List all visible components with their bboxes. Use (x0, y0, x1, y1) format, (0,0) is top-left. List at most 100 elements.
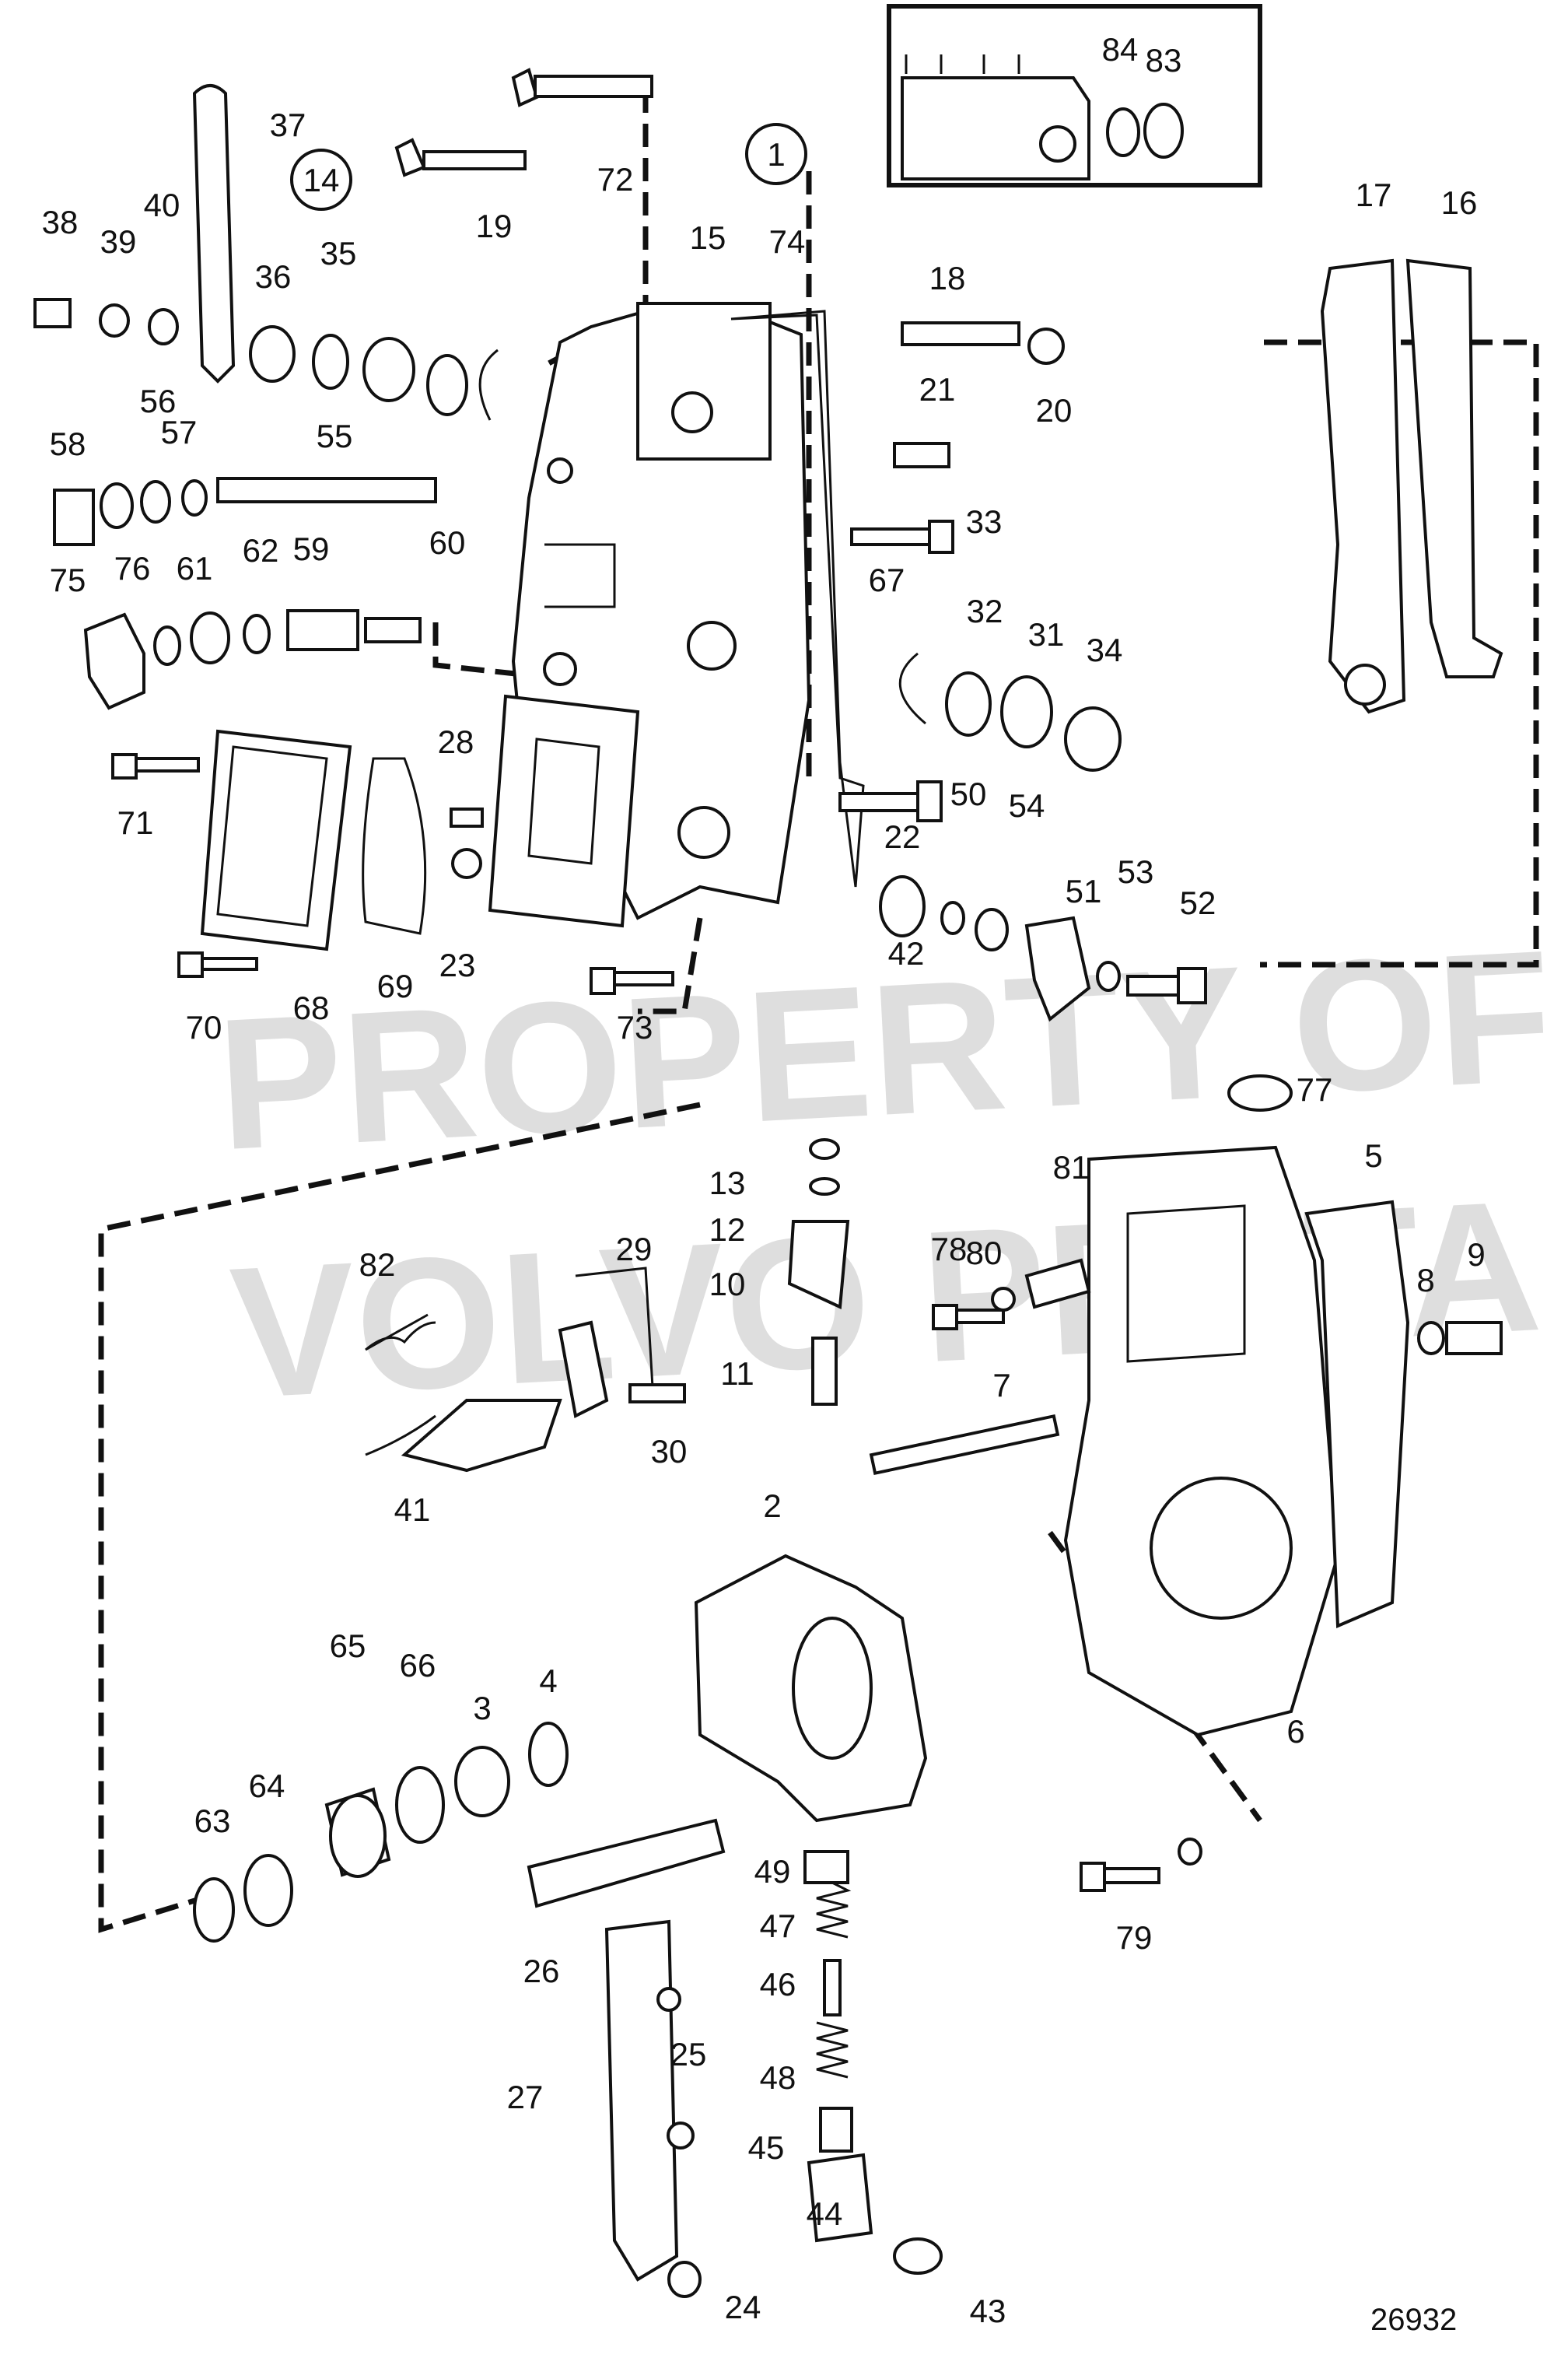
callout-77: 77 (1297, 1071, 1333, 1108)
callout-68: 68 (293, 990, 330, 1026)
callout-labels: 2345678910111213151617181920212223242526… (42, 31, 1486, 2329)
callout-2: 2 (763, 1487, 781, 1524)
callout-70: 70 (186, 1009, 222, 1046)
callout-32: 32 (967, 593, 1003, 629)
cover-set-68-69 (200, 694, 640, 951)
drive-shaft-set (193, 1722, 569, 1943)
callout-76: 76 (114, 550, 151, 587)
callout-7: 7 (992, 1367, 1010, 1403)
callout-35: 35 (320, 235, 357, 272)
bracket-set-10 (787, 1138, 850, 1406)
callout-12: 12 (709, 1211, 746, 1248)
callout-45: 45 (748, 2129, 785, 2166)
lower-fasteners (869, 1258, 1503, 1892)
levers-16-17 (1320, 258, 1503, 714)
callout-39: 39 (100, 223, 137, 260)
callout-16: 16 (1441, 184, 1478, 221)
callout-6: 6 (1286, 1713, 1304, 1750)
callout-34: 34 (1087, 632, 1123, 668)
callout-11: 11 (720, 1355, 754, 1392)
callout-53: 53 (1118, 853, 1154, 890)
shaft-seal-set-upper (33, 298, 499, 421)
callout-19: 19 (476, 208, 513, 244)
callout-54: 54 (1009, 787, 1045, 824)
governor-housing-lower (1063, 1074, 1410, 1737)
callout-78: 78 (931, 1231, 968, 1267)
pin-18 (901, 321, 1020, 346)
bolt-72 (511, 68, 653, 107)
gasket-74 (730, 310, 865, 888)
adjusting-screw-55 (53, 477, 437, 546)
callout-23: 23 (439, 947, 476, 983)
callout-9: 9 (1467, 1236, 1485, 1273)
callout-41: 41 (394, 1491, 431, 1528)
callout-18: 18 (929, 260, 966, 296)
callout-26: 26 (523, 1953, 560, 1989)
callout-56: 56 (140, 383, 177, 419)
callout-84: 84 (1102, 31, 1139, 68)
callout-73: 73 (617, 1009, 653, 1046)
sleeve-20 (1027, 328, 1065, 365)
spring-stack (667, 1850, 943, 2298)
callout-72: 72 (597, 161, 634, 198)
governor-link-set (365, 1267, 686, 1473)
callout-57: 57 (161, 414, 198, 450)
callout-17: 17 (1356, 177, 1392, 213)
callout-43: 43 (970, 2293, 1006, 2329)
callout-33: 33 (966, 503, 1003, 540)
control-arm-set (527, 1818, 726, 2282)
group-ref-1: 1 (745, 123, 807, 185)
callout-21: 21 (919, 371, 956, 408)
callout-28: 28 (438, 724, 474, 760)
plug-83 (1143, 103, 1184, 159)
lever-37 (192, 84, 236, 384)
callout-82: 82 (359, 1246, 396, 1283)
callout-79: 79 (1116, 1919, 1153, 1956)
callout-44: 44 (807, 2195, 843, 2232)
plug-23 (451, 848, 482, 879)
callout-60: 60 (429, 524, 466, 561)
callout-63: 63 (194, 1803, 231, 1839)
document-number: 26932 (1370, 2303, 1457, 2337)
callout-13: 13 (709, 1165, 746, 1201)
callout-37: 37 (270, 107, 306, 143)
callout-30: 30 (651, 1433, 688, 1470)
callout-5: 5 (1364, 1137, 1382, 1174)
callout-61: 61 (177, 550, 213, 587)
bolt-19 (394, 138, 527, 177)
callout-24: 24 (725, 2289, 761, 2325)
pin-28 (450, 808, 484, 828)
callout-29: 29 (616, 1231, 653, 1267)
stop-lever-set (879, 875, 1207, 1022)
callout-38: 38 (42, 204, 79, 240)
callout-42: 42 (888, 935, 925, 972)
svg-text:14: 14 (303, 162, 340, 198)
callout-27: 27 (507, 2079, 544, 2115)
callout-52: 52 (1180, 885, 1216, 921)
callout-62: 62 (243, 532, 279, 569)
callout-20: 20 (1036, 392, 1073, 429)
callout-40: 40 (144, 187, 180, 223)
watermark-line-1: PROPERTY OF (213, 911, 1557, 1189)
callout-75: 75 (50, 562, 86, 598)
bolt-21 (893, 442, 950, 468)
group-ref-14: 14 (290, 149, 352, 211)
callout-67: 67 (869, 562, 905, 598)
callout-50: 50 (950, 776, 987, 812)
washer-84 (1106, 107, 1140, 157)
callout-10: 10 (709, 1266, 746, 1302)
callout-66: 66 (400, 1647, 436, 1684)
fasteners-upper (111, 520, 954, 995)
callout-4: 4 (539, 1663, 557, 1699)
callout-58: 58 (50, 426, 86, 462)
inset-detail (887, 4, 1262, 187)
callout-31: 31 (1028, 616, 1065, 653)
callout-3: 3 (473, 1690, 491, 1726)
callout-59: 59 (293, 531, 330, 567)
callout-71: 71 (117, 804, 154, 841)
callout-48: 48 (760, 2059, 796, 2096)
callout-25: 25 (670, 2036, 707, 2072)
callout-65: 65 (330, 1627, 366, 1664)
callout-64: 64 (249, 1768, 285, 1804)
